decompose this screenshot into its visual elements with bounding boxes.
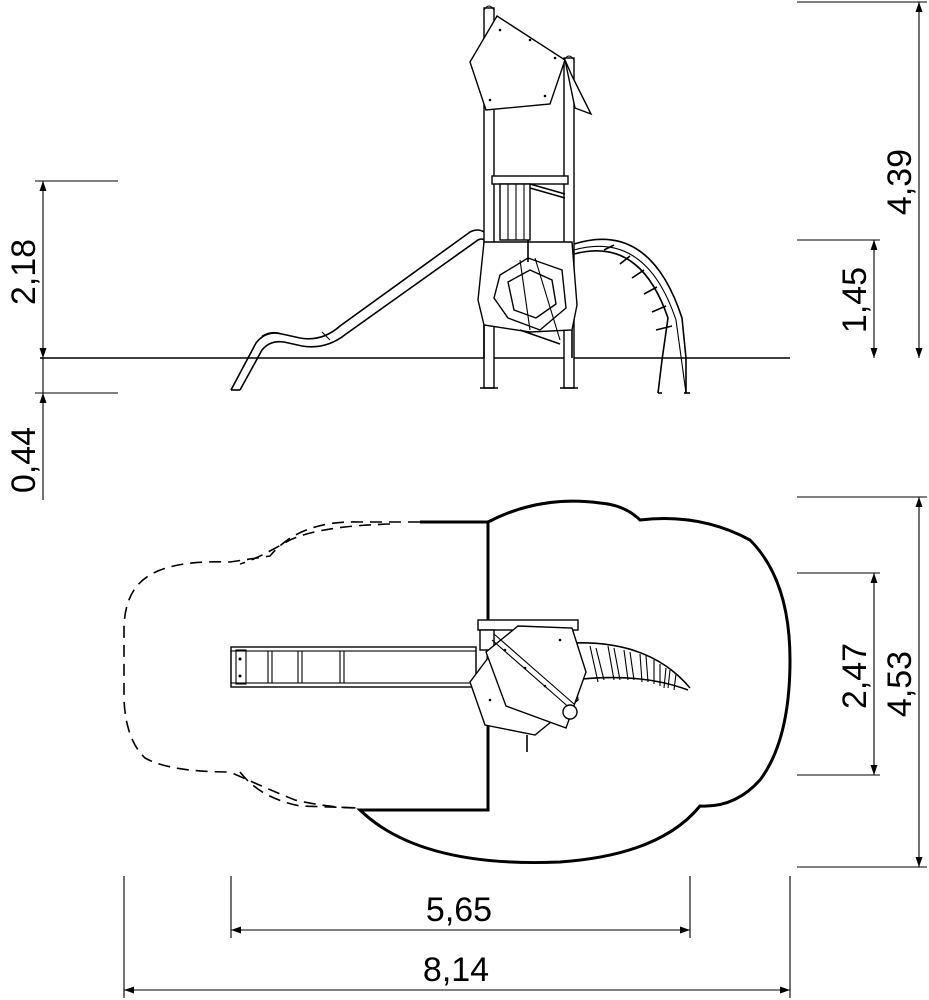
dim-platform-height: 1,45 xyxy=(836,267,874,333)
slide-run-out-zone-inner xyxy=(239,523,391,809)
slide-run-out-zone xyxy=(123,521,420,809)
plan-view xyxy=(123,496,927,998)
upper-railing xyxy=(491,175,569,241)
slide-side xyxy=(230,229,485,391)
platform-panel xyxy=(477,240,578,358)
arched-ladder-plan xyxy=(571,642,691,691)
tower-plan xyxy=(469,619,587,752)
dim-length-total: 8,14 xyxy=(423,951,489,989)
dim-width-inner: 2,47 xyxy=(836,643,874,709)
roof-panel xyxy=(469,15,593,116)
slide-plan xyxy=(230,646,477,688)
dim-foundation-depth: 0,44 xyxy=(5,427,43,493)
dim-length-inner: 5,65 xyxy=(426,891,492,929)
safety-zone-outline xyxy=(356,499,792,865)
elevation-view xyxy=(35,1,927,500)
tower-posts xyxy=(480,5,578,389)
arched-ladder-side xyxy=(573,238,690,394)
dim-width-total: 4,53 xyxy=(881,651,919,717)
dim-total-height: 4,39 xyxy=(881,149,919,215)
dim-fall-height: 2,18 xyxy=(5,239,43,305)
